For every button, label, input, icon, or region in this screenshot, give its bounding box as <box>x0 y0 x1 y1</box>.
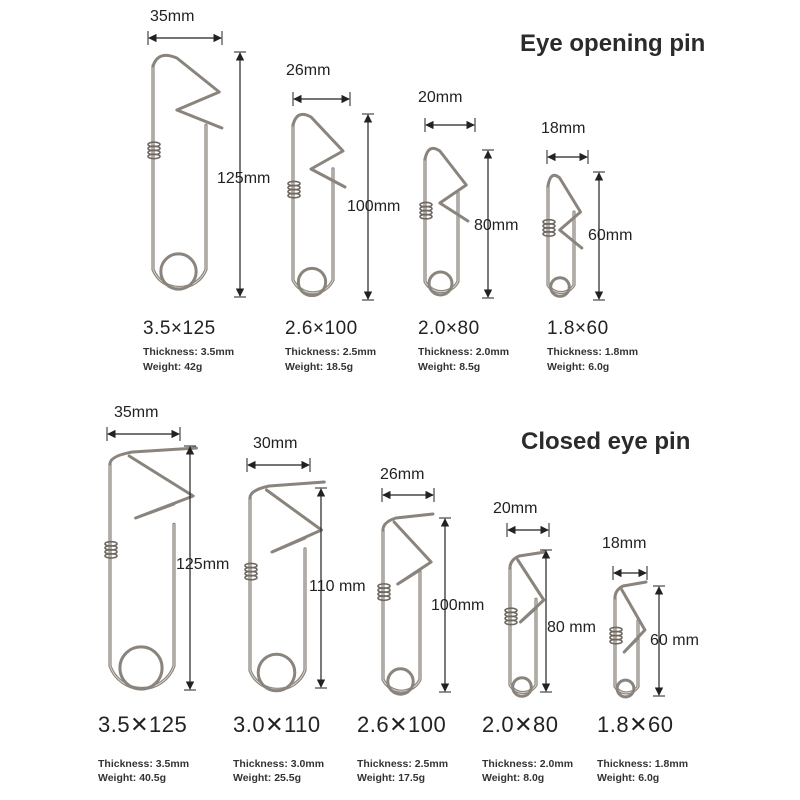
model-label: 2.0✕80 <box>482 712 559 737</box>
model-label: 2.0×80 <box>418 318 480 339</box>
spring-eye <box>296 266 328 298</box>
width-label: 20mm <box>493 500 538 517</box>
coil-turn <box>609 638 623 645</box>
pin-clasp <box>423 146 470 223</box>
thickness-spec: Thickness: 3.0mm <box>233 758 325 770</box>
width-label: 35mm <box>150 8 195 25</box>
safety-pin <box>147 53 224 291</box>
pin-highlight <box>249 497 306 690</box>
model-label: 3.5✕125 <box>98 712 188 737</box>
pin-highlight <box>614 597 639 694</box>
model-label: 3.0✕110 <box>233 712 321 737</box>
thickness-spec: Thickness: 2.0mm <box>418 346 510 358</box>
safety-pin <box>542 173 584 298</box>
safety-pin <box>504 550 547 698</box>
weight-spec: Weight: 8.5g <box>418 361 481 373</box>
pin-clasp <box>108 446 198 520</box>
coil-turn <box>377 595 391 602</box>
weight-spec: Weight: 25.5g <box>233 772 302 784</box>
pin-highlight <box>292 124 334 294</box>
pin-clasp <box>248 480 326 554</box>
coil-turn <box>542 230 556 237</box>
pin-clasp <box>151 53 224 130</box>
model-label: 1.8×60 <box>547 318 609 339</box>
safety-pin <box>287 112 347 298</box>
spring-eye <box>511 676 533 698</box>
pin-body <box>508 566 538 695</box>
pin-body <box>248 496 307 691</box>
length-label: 100mm <box>347 198 401 215</box>
spring-eye <box>118 645 164 691</box>
pin-clasp <box>546 173 584 250</box>
safety-pin <box>377 512 435 696</box>
pin-highlight <box>109 463 175 690</box>
pin-highlight <box>424 158 459 293</box>
model-label: 3.5×125 <box>143 318 216 339</box>
safety-pin <box>104 446 198 691</box>
pin-clasp <box>381 512 435 586</box>
weight-spec: Weight: 6.0g <box>547 361 610 373</box>
pin-highlight <box>509 567 537 694</box>
coil-turn <box>244 574 258 581</box>
width-label: 18mm <box>541 120 586 137</box>
coil-turn <box>504 619 518 626</box>
weight-spec: Weight: 8.0g <box>482 772 545 784</box>
coil-turn <box>419 213 433 220</box>
width-label: 18mm <box>602 535 647 552</box>
safety-pin <box>244 480 326 693</box>
weight-spec: Weight: 42g <box>143 361 203 373</box>
weight-spec: Weight: 40.5g <box>98 772 167 784</box>
pin-body <box>381 528 422 693</box>
section-title-closed-eye: Closed eye pin <box>521 428 691 455</box>
weight-spec: Weight: 6.0g <box>597 772 660 784</box>
thickness-spec: Thickness: 1.8mm <box>547 346 639 358</box>
thickness-spec: Thickness: 3.5mm <box>143 346 235 358</box>
pin-clasp <box>508 550 547 624</box>
pin-highlight <box>152 65 207 289</box>
spring-eye <box>159 252 198 291</box>
width-label: 30mm <box>253 435 298 452</box>
width-label: 26mm <box>286 62 331 79</box>
model-label: 1.8✕60 <box>597 712 674 737</box>
spring-eye <box>256 652 297 693</box>
width-label: 35mm <box>114 404 159 421</box>
pin-highlight <box>547 185 575 294</box>
section-title-eye-opening: Eye opening pin <box>520 30 706 57</box>
width-label: 20mm <box>418 89 463 106</box>
thickness-spec: Thickness: 2.5mm <box>285 346 377 358</box>
coil-turn <box>287 192 301 199</box>
width-label: 26mm <box>380 466 425 483</box>
coil-turn <box>147 153 161 160</box>
spring-eye <box>615 678 636 699</box>
safety-pin <box>609 580 648 699</box>
pin-body <box>108 462 176 691</box>
coil-turn <box>104 552 118 559</box>
spring-eye <box>427 270 454 297</box>
pin-clasp <box>613 580 648 654</box>
spring-eye <box>386 667 415 696</box>
model-label: 2.6×100 <box>285 318 358 339</box>
model-label: 2.6✕100 <box>357 712 447 737</box>
weight-spec: Weight: 17.5g <box>357 772 426 784</box>
pin-highlight <box>382 529 421 692</box>
thickness-spec: Thickness: 1.8mm <box>597 758 689 770</box>
weight-spec: Weight: 18.5g <box>285 361 354 373</box>
safety-pin <box>419 146 470 297</box>
length-label: 80 mm <box>547 619 596 636</box>
thickness-spec: Thickness: 3.5mm <box>98 758 190 770</box>
thickness-spec: Thickness: 2.5mm <box>357 758 449 770</box>
pin-clasp <box>291 112 347 189</box>
spring-eye <box>549 276 571 298</box>
thickness-spec: Thickness: 2.0mm <box>482 758 574 770</box>
